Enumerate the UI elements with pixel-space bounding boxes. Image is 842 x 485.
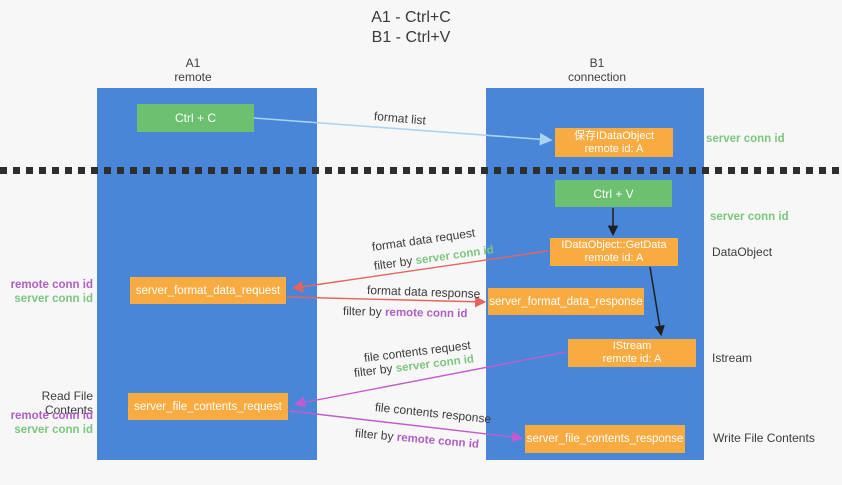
remote-conn-id-text: remote conn id [396, 431, 480, 451]
lane-header-b1: B1 connection [537, 56, 657, 84]
istream-line2: remote id: A [602, 353, 662, 365]
ctrl-c-label: Ctrl + C [174, 111, 216, 125]
save-idataobject-line1: 保存IDataObject [573, 129, 655, 142]
label-server-conn-id-top: server conn id [706, 133, 785, 145]
remote-conn-id-text: remote conn id [384, 306, 468, 321]
label-istream: Istream [712, 351, 753, 365]
label-format-list: format list [373, 109, 427, 128]
label-read-file-contents: Read File Contents [41, 389, 93, 417]
node-ctrl-c: Ctrl + C [137, 104, 254, 132]
filter-by-text: filter by [342, 304, 382, 319]
node-istream: IStream remote id: A [568, 339, 696, 367]
machine-separator-dotted-line [0, 167, 842, 174]
label-server-conn-id: server conn id [14, 424, 93, 436]
lane-a1-title: A1 [185, 56, 201, 70]
getdata-line2: remote id: A [584, 252, 644, 264]
save-idataobject-line2: remote id: A [584, 142, 644, 155]
node-save-idataobject: 保存IDataObject remote id: A [555, 128, 673, 157]
node-server-format-data-request: server_format_data_request [130, 277, 286, 304]
label-server-conn-id-mid: server conn id [710, 211, 789, 223]
node-server-format-data-response: server_format_data_response [488, 288, 644, 315]
server-conn-id-text: server conn id [414, 244, 495, 268]
filter-by-text: filter by [373, 253, 414, 273]
title-line-1: A1 - Ctrl+C [371, 9, 451, 26]
lane-b1-subtitle: connection [567, 70, 627, 84]
title-line-2: B1 - Ctrl+V [371, 29, 451, 46]
istream-line1: IStream [612, 340, 652, 352]
lane-a1-subtitle: remote [174, 70, 212, 84]
label-file-contents-response: file contents response [374, 400, 492, 427]
node-idataobject-getdata: IDataObject::GetData remote id: A [550, 238, 678, 266]
label-block-format-conn-ids: remote conn id server conn id [0, 278, 93, 306]
file-request-label: server_file_contents_request [134, 400, 282, 413]
label-write-file-contents: Write File Contents [713, 431, 815, 445]
label-remote-conn-id: remote conn id [10, 279, 93, 291]
getdata-line1: IDataObject::GetData [561, 239, 667, 251]
ctrl-v-label: Ctrl + V [593, 186, 634, 201]
node-ctrl-v: Ctrl + V [555, 180, 672, 207]
node-server-file-contents-response: server_file_contents_response [525, 425, 685, 453]
label-server-conn-id: server conn id [14, 293, 93, 305]
label-block-file-conn-ids: remote conn id server conn id [0, 409, 93, 437]
lane-header-a1: A1 remote [133, 56, 253, 84]
label-dataobject: DataObject [712, 245, 773, 259]
format-request-label: server_format_data_request [135, 284, 281, 297]
format-response-label: server_format_data_response [489, 295, 643, 308]
label-filter-by-remote-conn-id-2: filter by remote conn id [354, 426, 479, 451]
diagram-title: A1 - Ctrl+C B1 - Ctrl+V [311, 8, 511, 48]
lane-b1-title: B1 [589, 56, 605, 70]
label-format-data-response: format data response [366, 283, 481, 301]
label-filter-by-remote-conn-id-1: filter by remote conn id [343, 304, 468, 320]
node-server-file-contents-request: server_file_contents_request [128, 393, 288, 420]
label-remote-conn-id: remote conn id [10, 410, 93, 422]
filter-by-text: filter by [353, 361, 394, 380]
file-response-label: server_file_contents_response [526, 433, 684, 445]
filter-by-text: filter by [354, 426, 395, 444]
